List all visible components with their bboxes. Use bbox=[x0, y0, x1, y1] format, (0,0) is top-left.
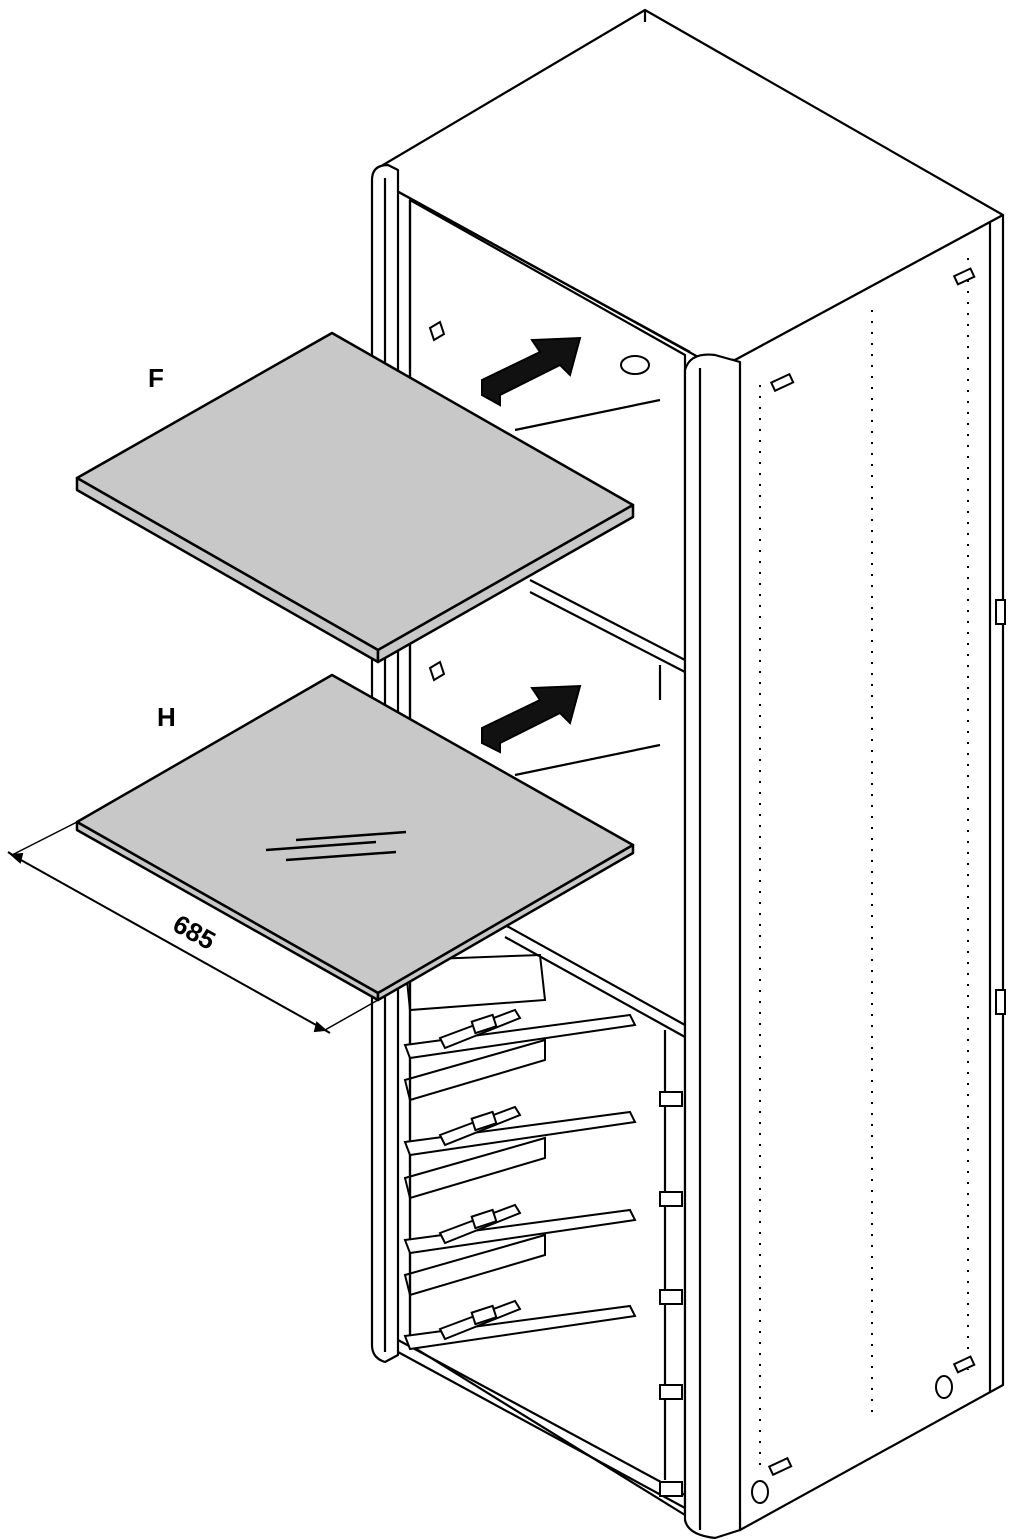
runner-4 bbox=[403, 1299, 637, 1351]
right-front-post bbox=[683, 353, 742, 1540]
right-runner-clips bbox=[659, 1091, 683, 1497]
cabinet-right-side-panel bbox=[733, 213, 1005, 1532]
shelf-f-side-edge bbox=[376, 503, 635, 664]
middle-rail bbox=[529, 579, 686, 673]
back-inner-edge-upper bbox=[514, 398, 662, 700]
glass-reflection-icon bbox=[265, 830, 407, 862]
arrow-right-icon bbox=[481, 684, 582, 754]
shelf-h bbox=[75, 673, 635, 1002]
cabinet-top-front-edge bbox=[394, 189, 691, 353]
bottom-rail bbox=[397, 1339, 686, 1509]
dimension-line bbox=[7, 821, 379, 1034]
right-panel-hardware bbox=[751, 267, 1006, 1504]
dimension-label: 685 bbox=[168, 908, 220, 955]
drawer-runners bbox=[403, 953, 683, 1497]
runner-2 bbox=[403, 1105, 637, 1157]
back-inner-edge-lower bbox=[514, 743, 661, 777]
part-label-f: F bbox=[148, 363, 164, 393]
runner-3 bbox=[403, 1203, 637, 1255]
shelf-supports bbox=[428, 320, 650, 682]
shelf-pin-holes bbox=[759, 258, 969, 1470]
runner-1 bbox=[403, 1008, 637, 1060]
part-label-h: H bbox=[157, 702, 176, 732]
left-runner-brackets bbox=[403, 953, 547, 1297]
lower-rail bbox=[504, 924, 686, 1038]
shelf-f bbox=[75, 331, 635, 664]
shelf-h-side-edge bbox=[376, 843, 635, 1002]
arrow-right-icon bbox=[481, 336, 582, 407]
